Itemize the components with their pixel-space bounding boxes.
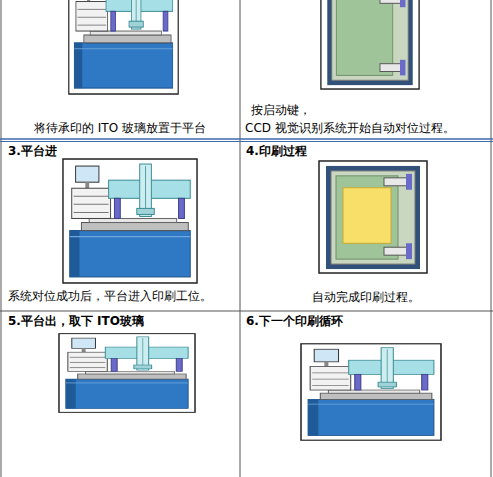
step-caption: 自动完成印刷过程。 [312,290,420,304]
step-caption: CCD 视觉识别系统开始自动对位过程。 [245,121,455,135]
machine-side-view [301,344,441,440]
machine-top-view [321,0,419,89]
step-caption: 将待承印的 ITO 玻璃放置于平台 [34,121,206,135]
table-cell: 3.平台进系统对位成功后，平台进入印刷工位。 [0,142,240,311]
machine-side-view [63,159,197,283]
machine-side-view [59,334,195,413]
step-heading: 6.下一个印刷循环 [246,314,343,328]
step-caption: 系统对位成功后，平台进入印刷工位。 [8,289,212,303]
table-cell: 6.下一个印刷循环 [240,312,491,477]
row-separator [0,141,493,142]
row-separator [0,138,493,140]
table-cell: 4.印刷过程自动完成印刷过程。 [240,142,491,311]
machine-top-view [319,161,427,273]
step-heading: 3.平台进 [8,144,57,158]
table-border [491,0,492,477]
machine-side-view [69,0,178,94]
step-heading: 5.平台出，取下 ITO玻璃 [8,314,144,328]
table-border [240,0,241,477]
step-heading: 4.印刷过程 [246,144,307,158]
table-cell: 按启动键， CCD 视觉识别系统开始自动对位过程。 [240,0,491,139]
table-cell: 5.平台出，取下 ITO玻璃 [0,312,240,477]
table-border [1,0,2,477]
table-cell: 将待承印的 ITO 玻璃放置于平台 [0,0,240,139]
row-separator [0,311,493,312]
step-caption: 按启动键， [251,103,311,117]
